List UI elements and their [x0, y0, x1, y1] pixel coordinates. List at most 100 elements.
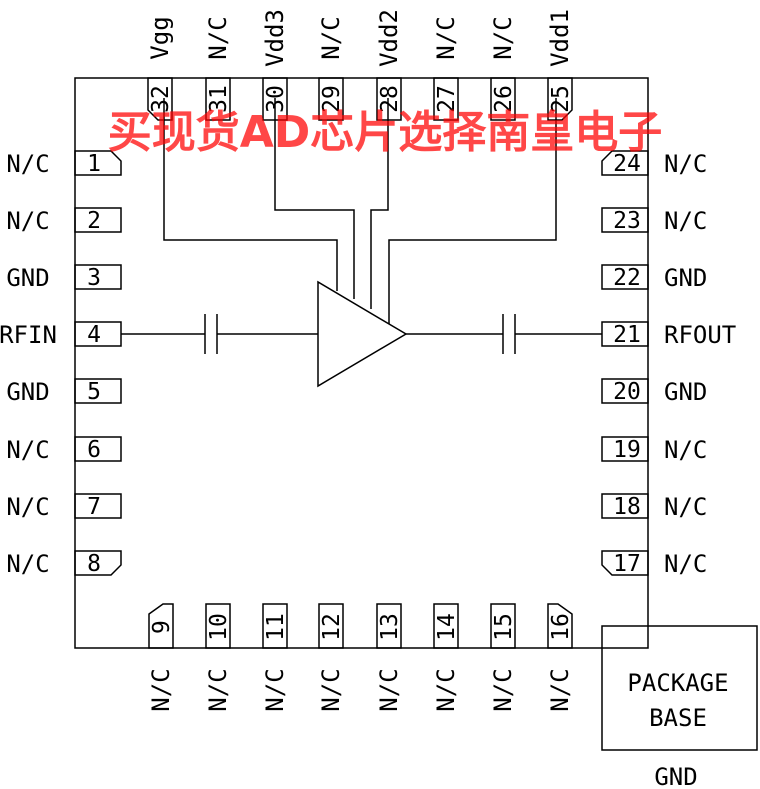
pin-pad	[74, 378, 122, 404]
pin-number: 31	[206, 85, 232, 113]
pin-pad	[490, 77, 516, 121]
pin-pad	[262, 77, 288, 121]
pin-27: 27N/C	[432, 16, 460, 121]
pin-8: 8N/C	[6, 550, 122, 578]
pin-pad	[74, 264, 122, 290]
pin-pad	[601, 150, 649, 176]
pin-name: Vdd1	[546, 9, 574, 67]
pin-name: N/C	[664, 150, 707, 178]
pin-pad	[490, 603, 516, 649]
pin-number: 24	[613, 151, 641, 177]
pin-number: 13	[377, 613, 403, 641]
pin-pad	[74, 207, 122, 233]
pin-name: N/C	[204, 16, 232, 59]
pin-pad	[205, 603, 231, 649]
pin-name: N/C	[489, 668, 517, 711]
pin-name: N/C	[375, 668, 403, 711]
pin-name: GND	[6, 378, 49, 406]
pin-26: 26N/C	[489, 16, 517, 121]
pin-number: 28	[377, 85, 403, 113]
pin-name: GND	[664, 378, 707, 406]
pin-number: 26	[491, 85, 517, 113]
pin-3: 3 GND	[6, 264, 122, 292]
pin-pad	[601, 264, 649, 290]
pin-number: 10	[206, 613, 232, 641]
pin-pad	[601, 321, 649, 347]
pin-11: 11N/C	[261, 603, 289, 712]
pin-name: Vdd2	[375, 9, 403, 67]
pin-number: 3	[87, 265, 101, 291]
vdd2-trace	[370, 98, 389, 309]
package-base-line1: PACKAGE	[627, 669, 728, 697]
pin-pad	[547, 77, 573, 121]
pin-name: RFIN	[0, 321, 57, 349]
pin-pad	[147, 77, 173, 121]
pin-pad	[433, 77, 459, 121]
pin-number: 21	[613, 322, 641, 348]
package-base: PACKAGE BASE GND	[601, 625, 758, 789]
pin-pad	[74, 493, 122, 519]
pin-number: 32	[148, 85, 174, 113]
pin-9: 9N/C	[147, 603, 175, 712]
pin-pad	[148, 603, 174, 649]
pin-name: N/C	[546, 668, 574, 711]
pin-number: 29	[319, 85, 345, 113]
pin-name: N/C	[664, 207, 707, 235]
pin-number: 17	[613, 551, 641, 577]
pin-name: Vgg	[146, 16, 174, 59]
pin-6: 6N/C	[6, 436, 122, 464]
pin-7: 7N/C	[6, 493, 122, 521]
pin-number: 5	[87, 379, 101, 405]
pin-number: 11	[263, 613, 289, 641]
package-outline	[74, 77, 649, 649]
pin-number: 9	[149, 620, 175, 634]
pin-28: 28 Vdd2	[375, 9, 403, 121]
pin-25: 25 Vdd1	[546, 9, 574, 121]
pin-pad	[205, 77, 231, 121]
pin-number: 7	[87, 494, 101, 520]
pin-pad	[74, 436, 122, 462]
pin-pad	[601, 207, 649, 233]
pin-number: 2	[87, 208, 101, 234]
pin-name: GND	[6, 264, 49, 292]
pin-number: 23	[613, 208, 641, 234]
pin-5: 5 GND	[6, 378, 122, 406]
pin-name: N/C	[204, 668, 232, 711]
pin-pad	[376, 603, 402, 649]
package-base-pin-label: GND	[654, 763, 697, 789]
watermark-text: 买现货AD芯片选择南皇电子	[108, 107, 663, 158]
pin-15: 15N/C	[489, 603, 517, 712]
pin-pad	[601, 493, 649, 519]
pin-number: 18	[613, 494, 641, 520]
pin-pad	[74, 550, 122, 576]
pin-number: 30	[263, 85, 289, 113]
pin-number: 22	[613, 265, 641, 291]
pin-name: N/C	[6, 150, 49, 178]
pin-pad	[601, 378, 649, 404]
pin-31: 31 N/C	[204, 16, 232, 121]
pin-number: 20	[613, 379, 641, 405]
pin-pad	[262, 603, 288, 649]
internal-circuit	[121, 98, 602, 388]
pin-number: 1	[87, 151, 101, 177]
pin-32: 32 Vgg	[146, 16, 174, 121]
pin-name: RFOUT	[664, 321, 736, 349]
pin-12: 12N/C	[317, 603, 345, 712]
vdd1-trace	[388, 98, 557, 324]
package-base-box	[601, 625, 758, 751]
pin-24: 24 N/C	[601, 150, 707, 178]
pin-number: 25	[548, 85, 574, 113]
package-base-line2: BASE	[649, 704, 707, 732]
pin-20: 20 GND	[601, 378, 707, 406]
pin-23: 23 N/C	[601, 207, 707, 235]
pin-name: N/C	[664, 550, 707, 578]
pin-1: 1 N/C	[6, 150, 122, 178]
